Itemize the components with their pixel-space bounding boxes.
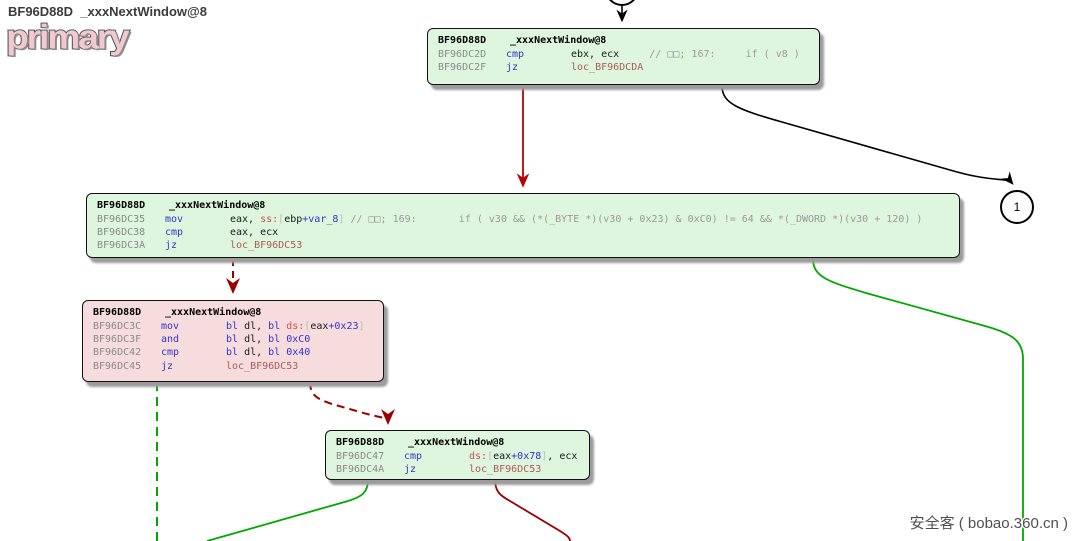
block-header: BF96D88D _xxxNextWindow@8 [428, 34, 819, 48]
asm-address: BF96DC3F [93, 334, 142, 346]
asm-token-num: +0x78 [511, 451, 542, 462]
asm-mnemonic: jz [161, 360, 174, 372]
site-watermark: 安全客 ( bobao.360.cn ) [909, 515, 1068, 532]
block-header-address: BF96D88D [97, 200, 146, 211]
block-header-function-name: _xxxNextWindow@8 [169, 200, 266, 211]
asm-token-num: +0x23 [328, 321, 359, 332]
asm-row: BF96DC35 mov eax, ss:[ebp+var_8] // □□; 16… [87, 213, 959, 226]
asm-token-num: bl [226, 334, 239, 346]
asm-token-br: ] [541, 451, 548, 462]
asm-token-op: eax, [230, 214, 261, 225]
edge-green-bottom-offscreen [206, 479, 369, 541]
asm-token-br: ] [338, 214, 345, 225]
asm-token-op: , ecx [547, 451, 578, 462]
edge-black-top-to-exit-node [721, 85, 1014, 185]
block-header-address: BF96D88D [336, 437, 385, 448]
asm-token-op: dl, [238, 347, 269, 359]
asm-row: BF96DC3F and bl dl, bl 0xC0 [83, 333, 383, 346]
edge-green-middle-offscreen [812, 258, 1024, 541]
asm-token-op: eax [493, 451, 512, 462]
asm-mnemonic: jz [165, 240, 178, 252]
asm-address: BF96DC45 [93, 360, 142, 372]
asm-address: BF96DC2D [438, 49, 487, 60]
asm-address: BF96DC2F [438, 62, 487, 74]
asm-address: BF96DC42 [93, 347, 142, 359]
asm-token-loc: loc_BF96DC53 [226, 360, 299, 372]
asm-mnemonic: jz [506, 62, 519, 74]
asm-address: BF96DC3A [97, 240, 146, 252]
asm-token-num: bl [226, 347, 239, 359]
asm-token-op: dl, [238, 334, 269, 346]
asm-token-br: [ [278, 214, 285, 225]
block-header: BF96D88D _xxxNextWindow@8 [326, 436, 589, 450]
block-header-function-name: _xxxNextWindow@8 [165, 307, 262, 318]
asm-token-op: dl, [238, 321, 269, 332]
asm-token-num: bl [268, 347, 281, 359]
block-header: BF96D88D _xxxNextWindow@8 [87, 199, 959, 213]
block-header-function-name: _xxxNextWindow@8 [408, 437, 505, 448]
block-header: BF96D88D _xxxNextWindow@8 [83, 306, 383, 320]
asm-row: BF96DC3A jz loc_BF96DC53 [87, 239, 959, 252]
asm-address: BF96DC4A [336, 464, 385, 476]
asm-mnemonic: cmp [161, 347, 180, 359]
exit-node-1[interactable]: 1 [1000, 190, 1034, 224]
asm-mnemonic: cmp [404, 451, 423, 462]
asm-token-num: +var_8 [302, 214, 339, 225]
asm-mnemonic: mov [161, 321, 180, 332]
entry-node-partial [609, 0, 635, 6]
asm-mnemonic: cmp [165, 227, 184, 239]
asm-token-op: ebx, ecx [571, 49, 620, 60]
asm-token-op: eax, ecx [230, 227, 279, 239]
asm-token-com: // □□; 167: if ( v8 ) [619, 49, 800, 60]
asm-address: BF96DC35 [97, 214, 146, 225]
asm-address: BF96DC47 [336, 451, 385, 462]
asm-token-br: [ [487, 451, 494, 462]
asm-token-num: 0x40 [286, 347, 311, 359]
asm-token-seg: ss: [260, 214, 279, 225]
asm-token-br: ] [358, 321, 365, 332]
asm-token-com: // □□; 169: if ( v30 && (*(_BYTE *)(v30 … [344, 214, 923, 225]
asm-token-loc: loc_BF96DC53 [469, 464, 542, 476]
asm-token-loc: loc_BF96DC53 [230, 240, 303, 252]
asm-token-seg: ds: [469, 451, 488, 462]
asm-token-br: [ [304, 321, 311, 332]
function-title: BF96D88D _xxxNextWindow@8 [8, 4, 207, 19]
asm-row: BF96DC4A jz loc_BF96DC53 [326, 463, 589, 476]
asm-mnemonic: cmp [506, 49, 525, 60]
asm-token-seg: ds: [286, 321, 305, 332]
block-header-address: BF96D88D [438, 35, 487, 46]
asm-token-op: eax [310, 321, 329, 332]
edge-dashed-red-pink-to-bottom [309, 381, 395, 425]
asm-token-num: bl [268, 321, 281, 332]
asm-row: BF96DC2F jz loc_BF96DCDA [428, 61, 819, 74]
asm-row: BF96DC42 cmp bl dl, bl 0x40 [83, 346, 383, 359]
asm-row: BF96DC2D cmp ebx, ecx // □□; 167: if ( v8 … [428, 48, 819, 61]
asm-address: BF96DC3C [93, 321, 142, 332]
block-header-address: BF96D88D [93, 307, 142, 318]
asm-token-num: 0xC0 [286, 334, 311, 346]
asm-token-num: bl [226, 321, 239, 332]
asm-row: BF96DC45 jz loc_BF96DC53 [83, 360, 383, 373]
asm-row: BF96DC3C mov bl dl, bl ds:[eax+0x23] [83, 320, 383, 333]
exit-node-label: 1 [1013, 200, 1021, 214]
edge-red-bottom-offscreen [494, 479, 571, 541]
asm-row: BF96DC47 cmp ds:[eax+0x78], ecx [326, 450, 589, 463]
asm-token-num: bl [268, 334, 281, 346]
asm-row: BF96DC38 cmp eax, ecx [87, 226, 959, 239]
primary-view-watermark: primary [5, 17, 131, 57]
asm-mnemonic: and [161, 334, 180, 346]
asm-mnemonic: mov [165, 214, 184, 225]
asm-token-loc: loc_BF96DCDA [571, 62, 644, 74]
block-header-function-name: _xxxNextWindow@8 [510, 35, 607, 46]
asm-token-op: ebp [284, 214, 303, 225]
asm-mnemonic: jz [404, 464, 417, 476]
asm-address: BF96DC38 [97, 227, 146, 239]
